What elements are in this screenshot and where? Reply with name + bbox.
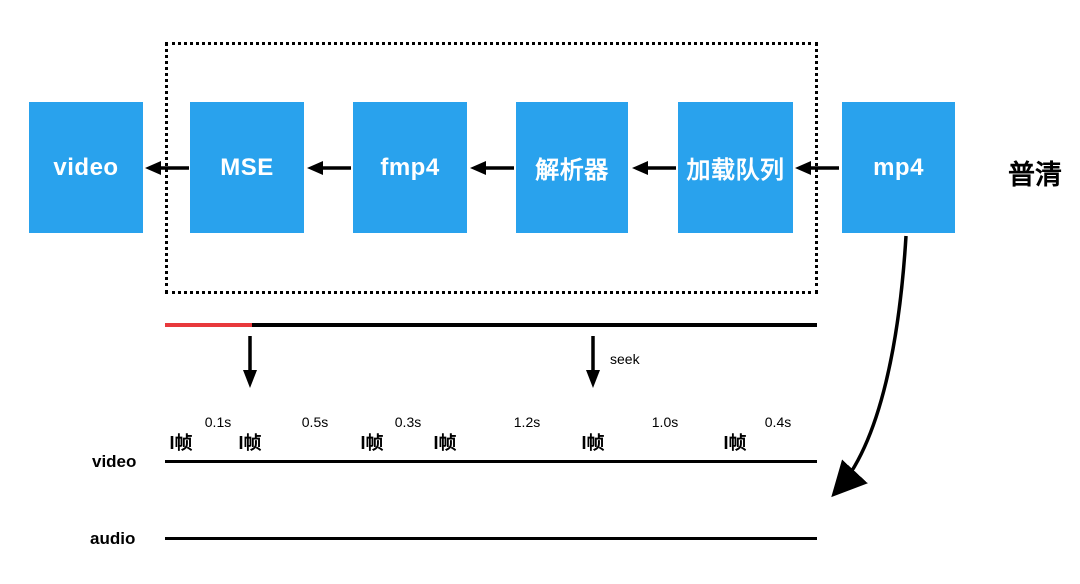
mse-box: MSE xyxy=(190,102,304,233)
gap-duration-label: 0.4s xyxy=(764,414,792,430)
load-queue-box-label: 加载队列 xyxy=(686,157,785,184)
video-element-box: video xyxy=(29,102,143,233)
iframe-marker: I帧 xyxy=(723,433,747,453)
iframe-marker: I帧 xyxy=(169,433,193,453)
audio-track-label: audio xyxy=(90,529,136,548)
gap-duration-label: 0.5s xyxy=(301,414,329,430)
mse-box-label: MSE xyxy=(220,153,274,181)
quality-label: 普清 xyxy=(1008,160,1062,190)
gap-duration-label: 0.1s xyxy=(204,414,232,430)
gap-duration-label: 1.2s xyxy=(513,414,541,430)
parser-box-label: 解析器 xyxy=(535,157,609,184)
arrow-parser-to-fmp4-icon xyxy=(470,161,514,175)
fmp4-box-label: fmp4 xyxy=(380,153,440,181)
arrow-mse-to-video-icon xyxy=(145,161,189,175)
iframe-marker: I帧 xyxy=(238,433,262,453)
audio-track-line xyxy=(165,537,817,540)
gap-duration-label: 0.3s xyxy=(394,414,422,430)
video-track-label: video xyxy=(92,452,137,471)
progress-bar xyxy=(165,323,817,327)
gap-duration-label: 1.0s xyxy=(651,414,679,430)
playhead-arrow-icon xyxy=(243,336,257,388)
mp4-box: mp4 xyxy=(842,102,955,233)
progress-played-segment xyxy=(165,323,252,327)
seek-arrow-icon xyxy=(586,336,600,388)
iframe-marker: I帧 xyxy=(433,433,457,453)
iframe-marker: I帧 xyxy=(360,433,384,453)
video-track-line xyxy=(165,460,817,463)
iframe-marker: I帧 xyxy=(581,433,605,453)
video-element-box-label: video xyxy=(53,153,119,181)
seek-label: seek xyxy=(610,351,640,367)
fmp4-box: fmp4 xyxy=(353,102,467,233)
arrow-mp4-to-queue-icon xyxy=(795,161,839,175)
parser-box: 解析器 xyxy=(516,102,628,233)
load-queue-box: 加载队列 xyxy=(678,102,793,233)
arrow-queue-to-parser-icon xyxy=(632,161,676,175)
mp4-box-label: mp4 xyxy=(873,153,924,181)
mp4-to-track-curve-arrow-icon xyxy=(831,235,908,498)
arrow-fmp4-to-mse-icon xyxy=(307,161,351,175)
